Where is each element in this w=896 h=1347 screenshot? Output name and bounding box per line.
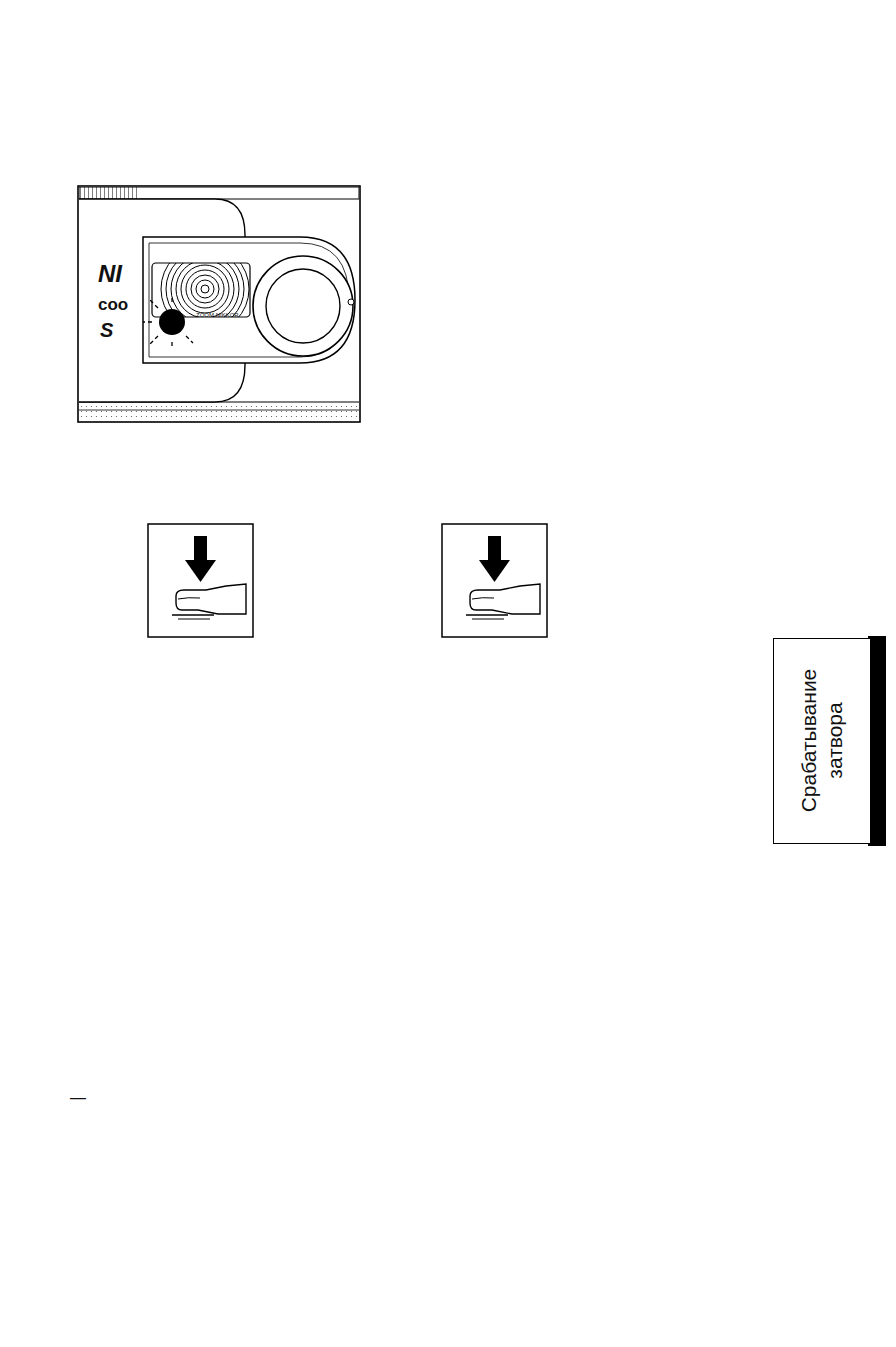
tab-bar — [868, 636, 886, 846]
brand-text: NI — [98, 262, 122, 286]
section-tab: Срабатывание затвора — [773, 638, 870, 844]
page-mark: — — [70, 1090, 86, 1106]
camera-illustration — [78, 186, 360, 422]
model-text: coo — [98, 296, 128, 313]
model-text: S — [100, 320, 113, 340]
lens-text: ZOOM NIKKOR — [196, 312, 239, 318]
tab-text: Срабатывание затвора — [796, 666, 849, 816]
rotated-holder: Срабатывание затвора — [774, 639, 870, 842]
